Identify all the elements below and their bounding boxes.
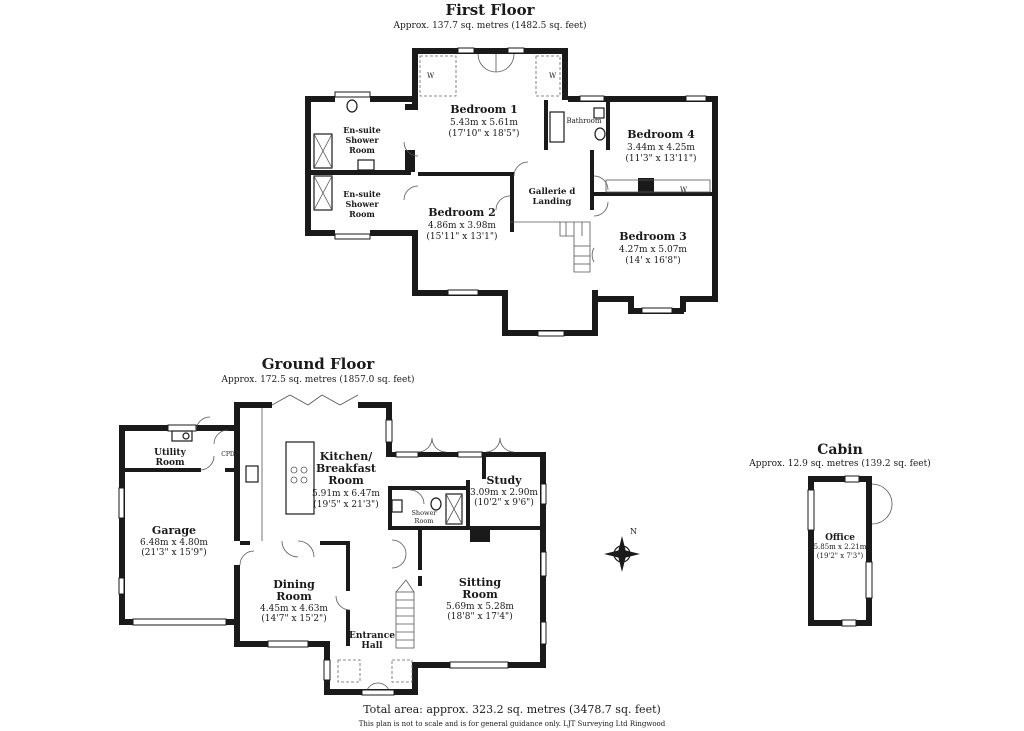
dining-size-m: 4.45m x 4.63m: [260, 604, 328, 614]
dining-size-ft: (14'7" x 15'2"): [261, 613, 326, 624]
kitchen-line3: Room: [328, 474, 364, 487]
garage-size-m: 6.48m x 4.80m: [140, 538, 208, 548]
bedroom3-size-ft: (14' x 16'8"): [625, 255, 681, 266]
garage-name: Garage: [152, 524, 196, 537]
bedroom1-size-ft: (17'10" x 18'5"): [448, 128, 519, 139]
bedroom2-name: Bedroom 2: [428, 206, 496, 219]
study-size-ft: (10'2" x 9'6"): [474, 497, 534, 508]
sitting-line2: Room: [462, 588, 498, 601]
north-compass-icon: N: [604, 527, 640, 572]
bedroom2-size-ft: (15'11" x 13'1"): [426, 231, 497, 242]
shower-line1: Shower: [411, 509, 437, 517]
utility-line2: Room: [155, 458, 184, 468]
disclaimer: This plan is not to scale and is for gen…: [359, 720, 666, 728]
shower-line2: Room: [415, 517, 434, 525]
ensuite2-line3: Room: [349, 209, 375, 219]
first-floor-windows: [334, 47, 707, 337]
first-floor-area: Approx. 137.7 sq. metres (1482.5 sq. fee…: [393, 20, 587, 31]
total-area: Total area: approx. 323.2 sq. metres (34…: [363, 703, 661, 716]
ensuite2-line2: Shower: [345, 199, 379, 209]
dining-line2: Room: [276, 590, 312, 603]
office-size-ft: (19'2" x 7'3"): [817, 552, 864, 560]
ground-floor-labels: Utility Room CPD Garage 6.48m x 4.80m (2…: [140, 448, 538, 651]
kitchen-size-m: 5.91m x 6.47m: [312, 489, 380, 499]
sitting-line1: Sitting: [459, 576, 501, 589]
first-floor-plan: First Floor Approx. 137.7 sq. metres (14…: [305, 1, 718, 337]
sitting-size-m: 5.69m x 5.28m: [446, 602, 514, 612]
ground-floor-fixtures: [171, 394, 515, 696]
first-floor-labels: W W W Bedroom 1 5.43m x 5.61m (17'10" x …: [343, 72, 696, 266]
office-size-m: 5.85m x 2.21m: [814, 543, 867, 551]
ensuite2-line1: En-suite: [343, 189, 380, 199]
landing-line1: Gallerie d: [529, 187, 576, 197]
kitchen-line1: Kitchen/: [320, 450, 374, 463]
ensuite1-line1: En-suite: [343, 125, 380, 135]
wardrobe-mark: W: [680, 186, 688, 194]
bedroom2-size-m: 4.86m x 3.98m: [428, 221, 496, 231]
wardrobe-mark: W: [549, 72, 557, 80]
bedroom4-name: Bedroom 4: [627, 128, 695, 141]
kitchen-line2: Breakfast: [316, 462, 377, 475]
dining-line1: Dining: [273, 578, 315, 591]
office-name: Office: [825, 533, 855, 543]
garage-size-ft: (21'3" x 15'9"): [141, 547, 206, 558]
ensuite1-line3: Room: [349, 145, 375, 155]
bedroom4-size-ft: (11'3" x 13'11"): [625, 153, 696, 164]
bedroom1-size-m: 5.43m x 5.61m: [450, 118, 518, 128]
bedroom3-name: Bedroom 3: [619, 230, 687, 243]
sitting-size-ft: (18'8" x 17'4"): [447, 611, 512, 622]
landing-line2: Landing: [533, 197, 572, 207]
utility-line1: Utility: [154, 448, 186, 458]
first-floor-title: First Floor: [445, 1, 535, 19]
cabin-title: Cabin: [817, 442, 863, 458]
compass-label: N: [630, 527, 637, 536]
cabin-area: Approx. 12.9 sq. metres (139.2 sq. feet): [748, 458, 930, 469]
bathroom-name: Bathroom: [566, 117, 601, 125]
kitchen-size-ft: (19'5" x 21'3"): [313, 499, 378, 510]
first-floor-fixtures: [313, 53, 711, 273]
study-size-m: 3.09m x 2.90m: [470, 488, 538, 498]
wardrobe-mark: W: [427, 72, 435, 80]
ensuite1-line2: Shower: [345, 135, 379, 145]
study-name: Study: [486, 474, 522, 487]
ground-floor-windows: [118, 419, 547, 681]
bedroom1-name: Bedroom 1: [450, 103, 518, 116]
cpd-label: CPD: [221, 451, 235, 458]
bedroom3-size-m: 4.27m x 5.07m: [619, 245, 687, 255]
ground-floor-area: Approx. 172.5 sq. metres (1857.0 sq. fee…: [221, 374, 415, 385]
bedroom4-size-m: 3.44m x 4.25m: [627, 143, 695, 153]
cabin-plan: Cabin Approx. 12.9 sq. metres (139.2 sq.…: [748, 442, 931, 627]
ground-floor-plan: Ground Floor Approx. 172.5 sq. metres (1…: [118, 355, 547, 696]
ground-floor-title: Ground Floor: [262, 355, 376, 373]
hall-line2: Hall: [361, 641, 383, 651]
hall-line1: Entrance: [349, 631, 395, 641]
